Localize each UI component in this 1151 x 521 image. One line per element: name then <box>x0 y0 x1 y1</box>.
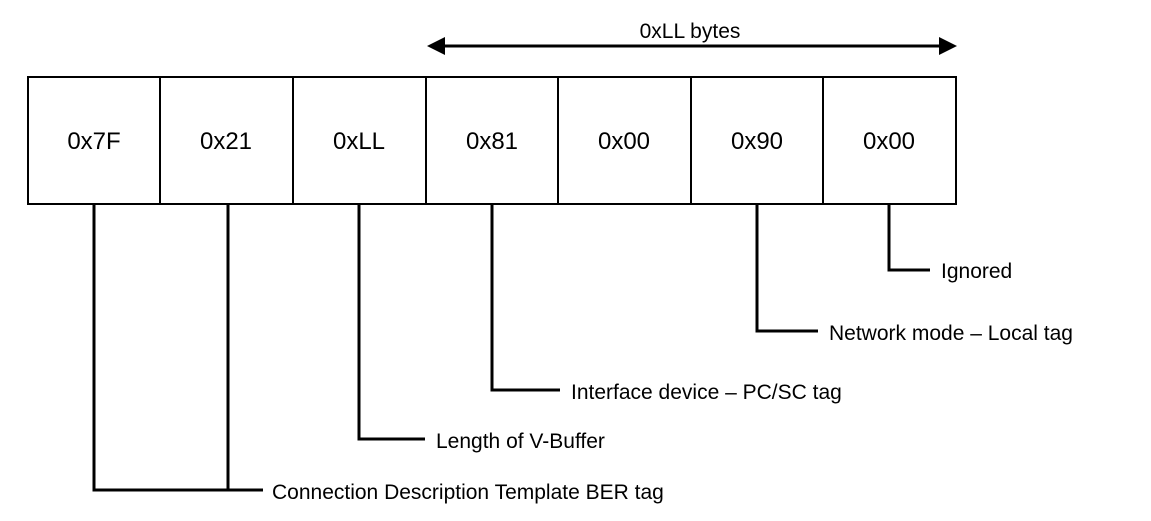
label-length: Length of V-Buffer <box>436 430 605 453</box>
span-arrow-left-head <box>427 37 445 55</box>
byte-cell: 0x00 <box>822 76 957 205</box>
span-label: 0xLL bytes <box>640 20 741 43</box>
span-arrow-right-head <box>939 37 957 55</box>
byte-cell: 0x00 <box>557 76 692 205</box>
byte-value: 0xLL <box>333 128 385 155</box>
byte-cell-box <box>292 76 427 205</box>
byte-value: 0x00 <box>863 128 915 155</box>
connector-connection-a <box>92 204 263 492</box>
label-connection: Connection Description Template BER tag <box>272 481 664 504</box>
byte-cell: 0x21 <box>159 76 294 205</box>
byte-value: 0x00 <box>598 128 650 155</box>
connector-ignored <box>887 204 930 272</box>
byte-value: 0x7F <box>67 128 120 155</box>
byte-row: 0x7F 0x21 0xLL 0x81 0x00 0x90 0x00 <box>27 76 957 205</box>
byte-cell-box <box>822 76 957 205</box>
connector-network-mode <box>755 204 818 333</box>
byte-cell: 0x7F <box>27 76 161 205</box>
label-network-mode: Network mode – Local tag <box>829 322 1073 345</box>
byte-value: 0x81 <box>466 128 518 155</box>
byte-value: 0x21 <box>200 128 252 155</box>
connector-length <box>357 204 425 441</box>
span-arrow <box>427 37 957 55</box>
label-interface-device: Interface device – PC/SC tag <box>571 381 842 404</box>
byte-cell-box <box>27 76 161 205</box>
connector-interface-device <box>490 204 560 392</box>
label-ignored: Ignored <box>941 260 1012 283</box>
byte-cell: 0x81 <box>425 76 559 205</box>
byte-cell-box <box>557 76 692 205</box>
connectors <box>92 204 930 492</box>
byte-cell: 0x90 <box>690 76 824 205</box>
byte-cell: 0xLL <box>292 76 427 205</box>
byte-value: 0x90 <box>731 128 783 155</box>
byte-cell-box <box>159 76 294 205</box>
